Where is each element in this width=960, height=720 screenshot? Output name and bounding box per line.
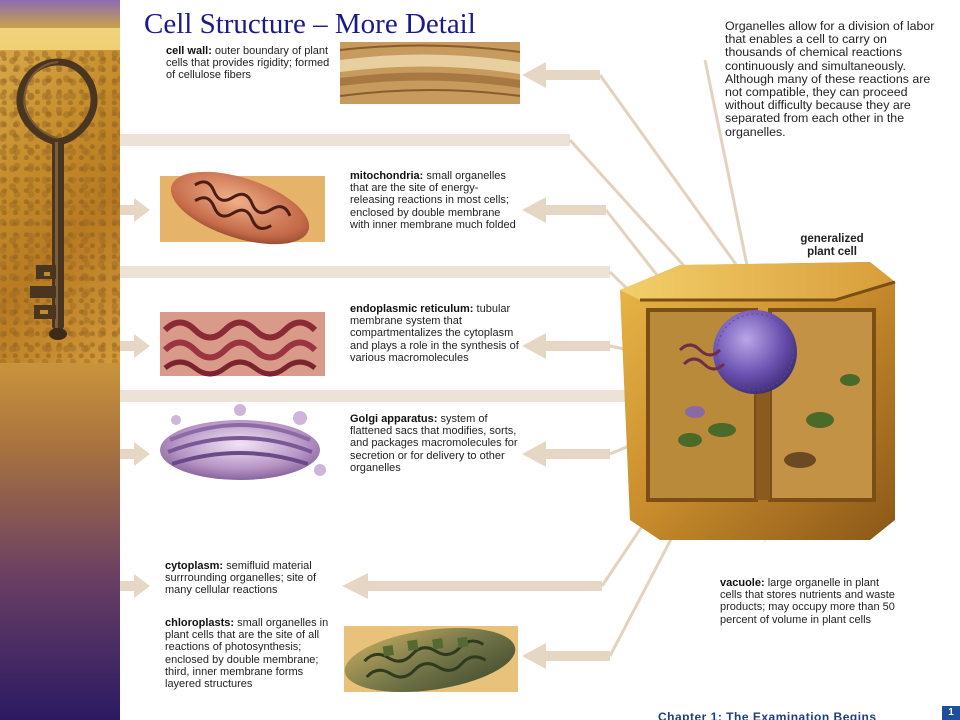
desc-vacuole: large organelle in plant cells that stor… <box>720 577 895 626</box>
golgi-image <box>160 404 326 480</box>
left-arrows <box>120 198 150 598</box>
chloroplast-image <box>344 626 518 693</box>
band-1 <box>120 134 570 146</box>
term-golgi: Golgi apparatus: <box>350 413 438 425</box>
arrow-cell-wall <box>522 62 600 88</box>
mitochondrion-image <box>160 171 325 245</box>
label-cytoplasm: cytoplasm: semifluid material surrroundi… <box>165 560 335 597</box>
term-cytoplasm: cytoplasm: <box>165 560 224 572</box>
key-image <box>16 58 98 340</box>
arrow-golgi <box>522 441 610 467</box>
band-2 <box>120 266 610 278</box>
intro-text: Organelles allow for a division of labor… <box>725 19 935 139</box>
label-chloroplasts: chloroplasts: small organelles in plant … <box>165 617 335 690</box>
plant-cell-cutaway <box>620 262 896 540</box>
label-golgi: Golgi apparatus: system of flattened sac… <box>350 413 528 474</box>
intro-paragraph: Organelles allow for a division of labor… <box>725 19 940 139</box>
plant-cell-label-line2: plant cell <box>807 245 857 258</box>
term-cell-wall: cell wall: <box>166 45 212 57</box>
label-mitochondria: mitochondria: small organelles that are … <box>350 170 520 231</box>
term-er: endoplasmic reticulum: <box>350 303 474 315</box>
desc-chloroplasts: small organelles in plant cells that are… <box>165 617 329 691</box>
desc-cell-wall: outer boundary of plant cells that provi… <box>166 45 330 82</box>
left-band-top-strip <box>0 0 120 28</box>
label-vacuole: vacuole: large organelle in plant cells … <box>720 577 896 626</box>
page-badge: 1 <box>942 706 960 720</box>
term-chloroplasts: chloroplasts: <box>165 617 235 629</box>
term-mitochondria: mitochondria: <box>350 170 424 182</box>
plant-cell-label-line1: generalized <box>800 233 864 245</box>
cell-wall-image <box>339 42 521 104</box>
desc-cytoplasm: semifluid material surrrounding organell… <box>165 560 317 597</box>
arrow-mitochondria <box>522 197 606 223</box>
term-vacuole: vacuole: <box>720 577 765 589</box>
band-3 <box>120 390 640 402</box>
label-er: endoplasmic reticulum: tubular membrane … <box>350 303 528 364</box>
desc-mitochondria: small organelles that are the site of en… <box>350 170 516 231</box>
background-bands <box>120 134 640 402</box>
slide-title: Cell Structure – More Detail <box>144 8 476 40</box>
label-cell-wall: cell wall: outer boundary of plant cells… <box>166 45 336 82</box>
chapter-footer: Chapter 1: The Examination Begins <box>658 710 877 720</box>
plant-cell-label: generalized plant cell <box>782 233 882 258</box>
antique-key-photo <box>0 50 120 363</box>
arrow-cytoplasm <box>342 573 602 599</box>
desc-er: tubular membrane system that compartment… <box>350 303 519 364</box>
arrow-er <box>522 333 610 359</box>
er-image <box>160 312 325 377</box>
desc-golgi: system of flattened sacs that modifies, … <box>350 413 518 474</box>
arrow-chloroplast <box>522 643 610 669</box>
